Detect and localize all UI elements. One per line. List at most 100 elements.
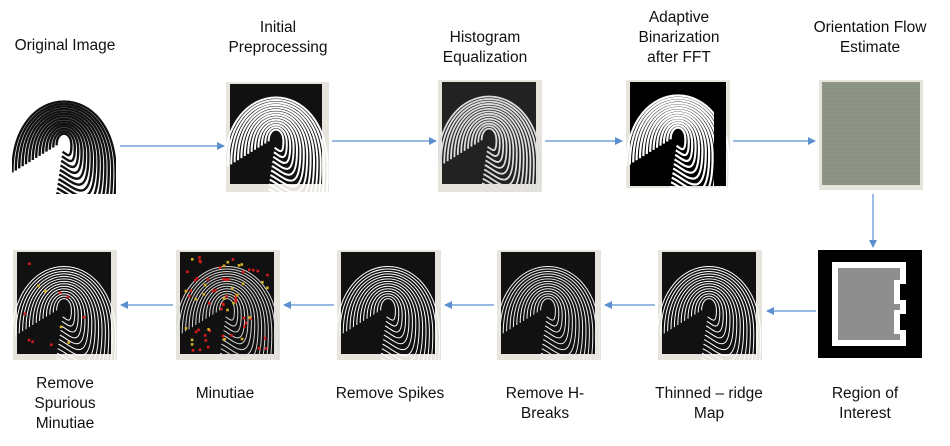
ridge-line [467,117,511,175]
minutia-marker [198,256,201,259]
ridge-line [247,114,305,188]
ridge-line [49,293,79,333]
minutia-marker [190,338,194,342]
minutia-marker [203,334,207,337]
minutia-marker [240,337,244,341]
ridge-line [12,100,116,194]
fingerprint-ridges [497,266,601,360]
minutia-marker [186,270,189,274]
ridge-line [652,114,704,180]
ridge-line [342,270,434,360]
ridge-line [233,103,319,192]
ridge-line [373,293,403,333]
ridge-line [215,295,239,327]
minutiae-image [176,250,280,360]
minutia-marker [44,289,47,293]
minutia-marker [257,347,261,350]
ridge-line [529,290,567,339]
ridge-line [185,273,269,360]
ridge-line [662,121,694,163]
ridge-line [463,115,515,181]
label-thinned-ridge-map: Thinned – ridge Map [655,385,763,422]
minutia-marker [197,328,200,332]
fingerprint-ridges [658,266,762,360]
orientation-flow-image [819,80,923,190]
label-adaptive-binarization: Adaptive Binarization after FFT [638,9,720,66]
minutia-marker [222,277,225,281]
ridge-line [443,100,535,192]
ridge-line [35,117,94,192]
remove-spurious-minutiae-image [13,250,117,360]
ridge-line [188,276,266,360]
ridge-line [673,278,745,360]
ridge-line [502,270,594,360]
label-original-image: Original Image [14,37,116,54]
ridge-line [690,290,728,339]
minutia-marker [203,283,207,287]
ridge-line [212,293,242,333]
ridge-line [684,285,734,351]
minutia-marker [240,263,244,266]
minutia-marker [188,294,191,298]
ridge-line [257,121,295,170]
ridge-line [453,108,525,192]
minutia-marker [234,297,237,301]
ridge-line [506,273,590,360]
minutia-marker [224,278,228,281]
ridge-line [439,98,539,192]
ridge-line [649,111,707,186]
ridge-line [626,94,730,188]
ridge-line [523,285,573,351]
fingerprint-ridges [176,266,280,360]
minutia-marker [184,289,188,293]
ridge-line [178,268,276,360]
ridge-line [337,266,441,360]
ridge-line [41,122,87,180]
ridge-line [45,125,83,175]
ridge-line [359,283,417,357]
ridge-line [181,270,273,360]
ridge-line [655,116,701,174]
minutia-marker [206,345,210,349]
ridge-line [56,298,72,321]
ridge-line [38,120,90,186]
minutia-marker [189,289,193,292]
minutia-marker [235,293,239,297]
ridge-line [264,126,288,159]
ridge-line [473,122,505,163]
minutia-marker [50,343,53,346]
minutia-marker [232,301,235,305]
ridge-line [243,111,309,192]
minutia-marker [27,338,31,342]
minutia-marker [214,288,217,292]
minutia-marker [211,289,215,293]
ridge-line [687,288,731,345]
label-histogram-equalization: Histogram Equalization [442,29,528,66]
ridge-line [536,295,560,327]
ridge-line [363,285,413,351]
minutia-marker [264,347,268,350]
minutia-marker [252,268,255,272]
ridge-line [55,132,73,157]
ridge-line [24,110,104,194]
remove-h-breaks-image [497,250,601,360]
ridge-line [195,280,259,360]
minutia-marker [28,262,31,265]
ridge-line [660,268,758,360]
minutia-marker [237,264,241,267]
ridge-line [267,128,285,153]
minutia-marker [226,308,229,312]
minutia-marker [266,286,269,290]
minutia-marker [243,325,246,328]
ridge-line [18,105,111,194]
minutia-marker [204,339,208,342]
ridge-line [48,127,80,169]
minutia-marker [194,297,197,301]
initial-preprocessing-image [226,82,329,192]
fingerprint-ridges [12,100,116,194]
ridge-line [45,290,83,339]
ridge-line [205,288,249,345]
label-remove-h-breaks: Remove H- Breaks [505,385,585,422]
minutia-marker [31,340,34,344]
